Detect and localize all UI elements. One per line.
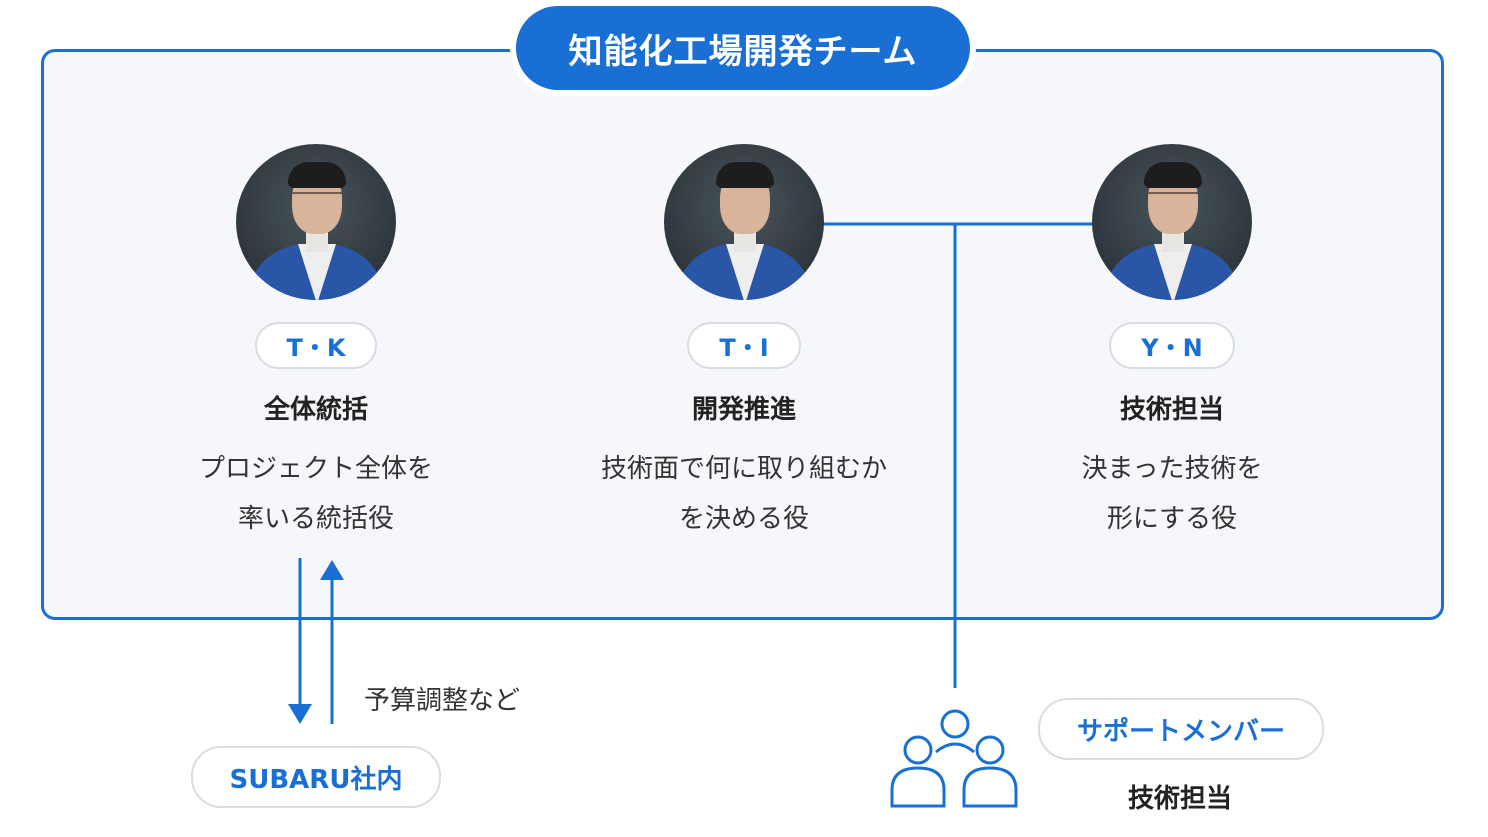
description-line: 技術面で何に取り組むか: [600, 454, 887, 484]
member-tk: T・K 全体統括 プロジェクト全体を 率いる統括役: [136, 144, 496, 544]
member-role: 技術担当: [1119, 395, 1224, 425]
member-description: 決まった技術を 形にする役: [1082, 444, 1263, 544]
budget-note: 予算調整など: [364, 686, 521, 716]
team-title: 知能化工場開発チーム: [516, 6, 970, 90]
member-name-badge: T・K: [254, 322, 378, 369]
avatar: [1092, 144, 1252, 301]
member-role: 全体統括: [263, 395, 368, 425]
arrow-down-head: [288, 704, 312, 724]
avatar: [236, 144, 396, 301]
description-line: 形にする役: [1106, 504, 1238, 534]
member-name-badge: T・I: [687, 322, 801, 369]
member-description: プロジェクト全体を 率いる統括役: [199, 444, 433, 544]
avatar: [664, 144, 824, 301]
member-description: 技術面で何に取り組むか を決める役: [601, 444, 887, 544]
group-icon: [890, 709, 1018, 808]
description-line: 決まった技術を: [1081, 454, 1263, 484]
subaru-internal-badge: SUBARU社内: [191, 746, 441, 808]
description-line: 率いる統括役: [237, 504, 394, 534]
member-yn: Y・N 技術担当 決まった技術を 形にする役: [992, 144, 1352, 544]
member-ti: T・I 開発推進 技術面で何に取り組むか を決める役: [564, 144, 924, 544]
member-role: 開発推進: [691, 395, 796, 425]
description-line: プロジェクト全体を: [198, 454, 433, 484]
support-member-badge: サポートメンバー: [1038, 698, 1324, 760]
arrow-up-head: [320, 560, 344, 580]
member-name-badge: Y・N: [1109, 322, 1235, 369]
description-line: を決める役: [678, 504, 809, 534]
support-role: 技術担当: [1127, 784, 1232, 814]
